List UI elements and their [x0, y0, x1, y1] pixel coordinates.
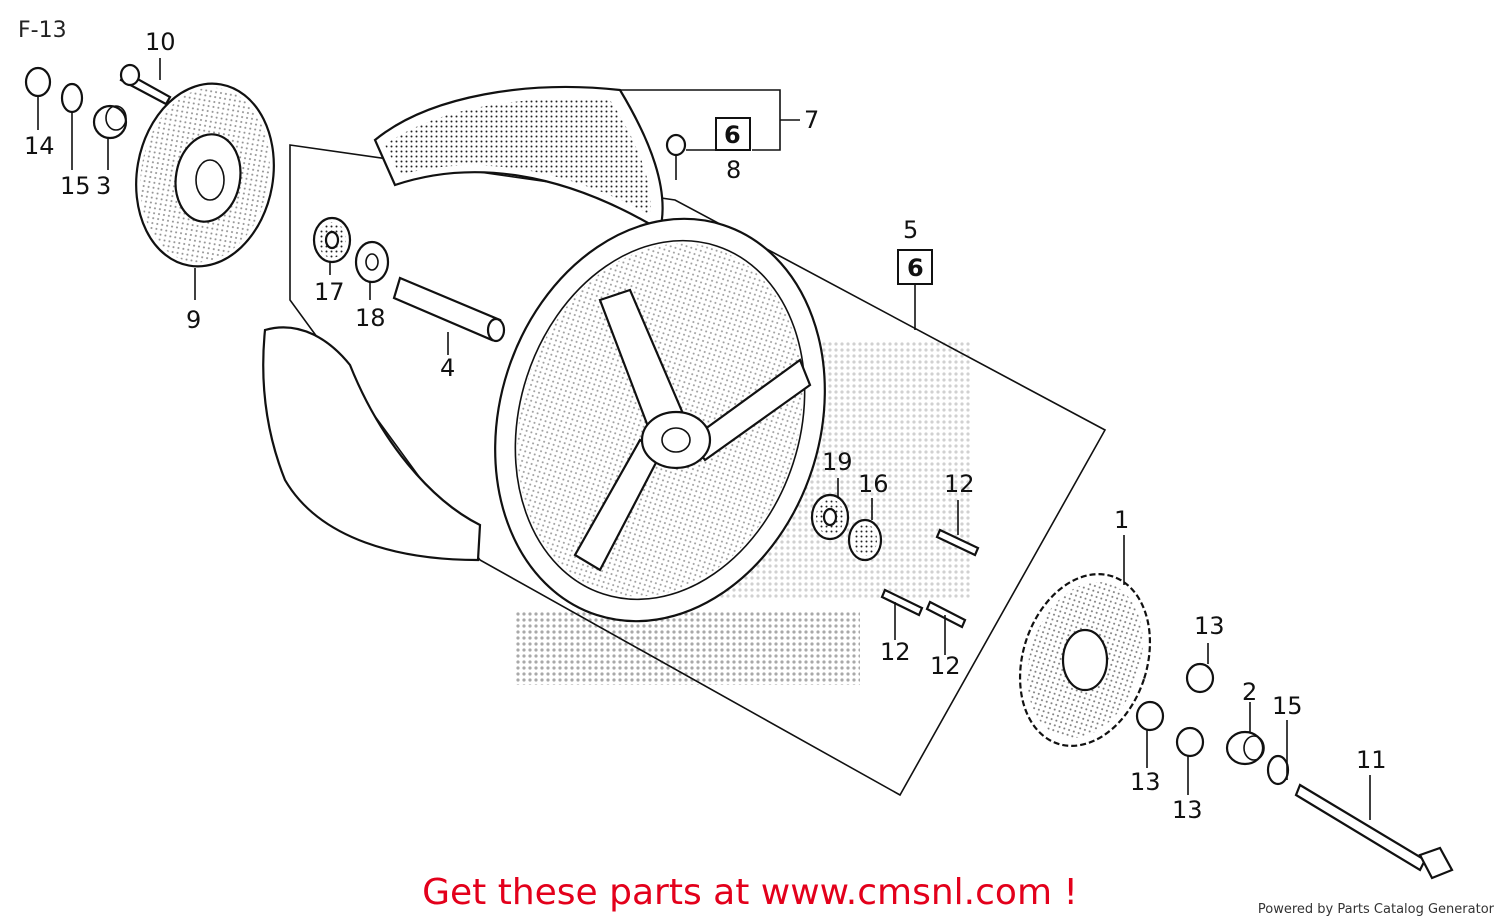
- callout-16: 16: [858, 470, 889, 498]
- callout-6-tire: 6: [724, 121, 741, 149]
- box-6-wheel: [897, 249, 933, 285]
- box-6-tire: [715, 117, 751, 151]
- washer-15-left: [60, 82, 84, 114]
- callout-15-left: 15: [60, 172, 91, 200]
- stud-12-c: [925, 600, 967, 629]
- collar-2: [1225, 730, 1265, 766]
- callout-18: 18: [355, 304, 386, 332]
- callout-15-right: 15: [1272, 692, 1303, 720]
- nut-13-c: [1175, 726, 1205, 758]
- stud-12-a: [935, 528, 980, 557]
- stud-12-b: [880, 588, 924, 617]
- tire-section: [262, 326, 482, 562]
- callout-12-c: 12: [930, 652, 961, 680]
- leader-lines: [37, 58, 1371, 820]
- tire: [373, 85, 664, 232]
- callout-14: 14: [24, 132, 55, 160]
- collar-3: [92, 104, 128, 140]
- diagram-title: F-13: [18, 18, 67, 43]
- valve-8: [665, 133, 687, 180]
- wheel-rim: [494, 217, 826, 623]
- callout-10: 10: [145, 28, 176, 56]
- seal-16: [847, 518, 883, 562]
- callout-13-a: 13: [1194, 612, 1225, 640]
- callout-13-c: 13: [1172, 796, 1203, 824]
- washer-15-right: [1266, 754, 1290, 786]
- callout-3: 3: [96, 172, 111, 200]
- callout-2: 2: [1242, 678, 1257, 706]
- callout-7: 7: [804, 106, 819, 134]
- bolt-10: [119, 63, 172, 106]
- callout-13-b: 13: [1130, 768, 1161, 796]
- credit-text: Powered by Parts Catalog Generator: [1257, 902, 1494, 917]
- callout-11: 11: [1356, 746, 1387, 774]
- callout-1: 1: [1114, 506, 1129, 534]
- callout-6-wheel: 6: [907, 254, 924, 282]
- nut-13-a: [1185, 662, 1215, 694]
- callout-12-b: 12: [880, 638, 911, 666]
- brake-disc: [135, 82, 275, 268]
- axle: [392, 276, 506, 343]
- callout-17: 17: [314, 278, 345, 306]
- callout-5: 5: [903, 216, 918, 244]
- callout-4: 4: [440, 354, 455, 382]
- cta-link[interactable]: Get these parts at www.cmsnl.com !: [422, 872, 1078, 913]
- seal-18: [354, 240, 390, 284]
- callout-12-a: 12: [944, 470, 975, 498]
- callout-9: 9: [186, 306, 201, 334]
- bearing-19: [810, 493, 850, 541]
- callout-19: 19: [822, 448, 853, 476]
- nut-14: [24, 66, 52, 98]
- assembly-outline: [289, 144, 1107, 797]
- sprocket: [1018, 573, 1152, 747]
- callout-8: 8: [726, 156, 741, 184]
- nut-13-b: [1135, 700, 1165, 732]
- bearing-17: [312, 216, 352, 264]
- axle-bolt: [1294, 783, 1454, 880]
